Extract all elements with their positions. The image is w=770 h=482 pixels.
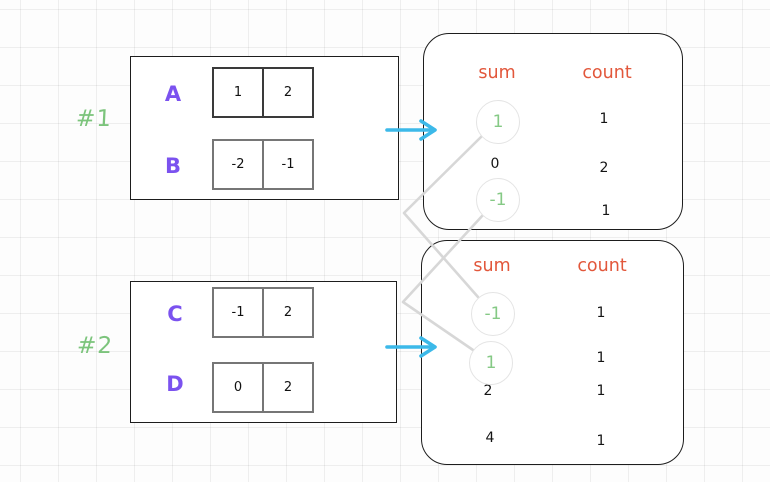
array-d-label: D (166, 372, 184, 396)
array-b-cell-0: -2 (231, 157, 245, 172)
table-2-sum-header: sum (473, 256, 511, 276)
table-2-row-1-count: 1 (596, 305, 606, 321)
table-1-row-1-sum: 1 (492, 112, 504, 132)
table-2-row-2-sum: 1 (485, 353, 497, 373)
table-1-row-1-sum-circle: 1 (476, 100, 520, 144)
table-1-sum-header: sum (478, 63, 516, 83)
table-2-row-2-sum-circle: 1 (469, 341, 513, 385)
group-2-label: #2 (76, 333, 114, 359)
array-d-cell-0: 0 (233, 380, 243, 395)
table-1-row-3-sum-circle: -1 (476, 178, 520, 222)
array-c-label: C (167, 302, 183, 326)
arrow-right-icon (385, 119, 437, 141)
array-d-cell-1: 2 (262, 364, 312, 411)
array-a-cells: 1 2 (212, 67, 314, 118)
table-2-row-4-sum: 4 (485, 430, 495, 446)
array-a-cell-0: 1 (233, 85, 243, 100)
result-table-2: sum count -1 1 1 1 2 1 4 1 (421, 240, 684, 465)
array-a-label: A (164, 82, 182, 106)
array-d-cells: 0 2 (212, 362, 314, 413)
result-table-1: sum count 1 1 0 2 -1 1 (423, 33, 683, 230)
table-1-row-2-count: 2 (599, 160, 609, 176)
table-1-row-3-sum: -1 (489, 190, 507, 210)
table-2-row-3-sum: 2 (483, 383, 493, 399)
table-2-row-2-count: 1 (596, 350, 606, 366)
array-a-cell-1: 2 (262, 69, 312, 116)
array-b-cells: -2 -1 (212, 139, 314, 190)
table-2-row-3-count: 1 (596, 383, 606, 399)
table-1-row-3-count: 1 (601, 203, 611, 219)
array-c-cell-0: -1 (231, 305, 245, 320)
array-b-label: B (164, 154, 182, 178)
group-1-label: #1 (75, 106, 113, 132)
table-1-count-header: count (582, 63, 632, 83)
array-b-cell-1: -1 (262, 141, 312, 188)
table-2-row-1-sum: -1 (484, 304, 502, 324)
arrow-right-icon (385, 336, 437, 358)
group-2-box: C -1 2 D 0 2 (130, 281, 397, 423)
table-1-row-2-sum: 0 (490, 156, 500, 172)
table-2-row-1-sum-circle: -1 (471, 292, 515, 336)
array-c-cell-1: 2 (262, 289, 312, 336)
group-1-box: A 1 2 B -2 -1 (130, 56, 399, 200)
array-c-cells: -1 2 (212, 287, 314, 338)
table-2-row-4-count: 1 (596, 433, 606, 449)
table-2-count-header: count (577, 256, 627, 276)
table-1-row-1-count: 1 (599, 111, 609, 127)
